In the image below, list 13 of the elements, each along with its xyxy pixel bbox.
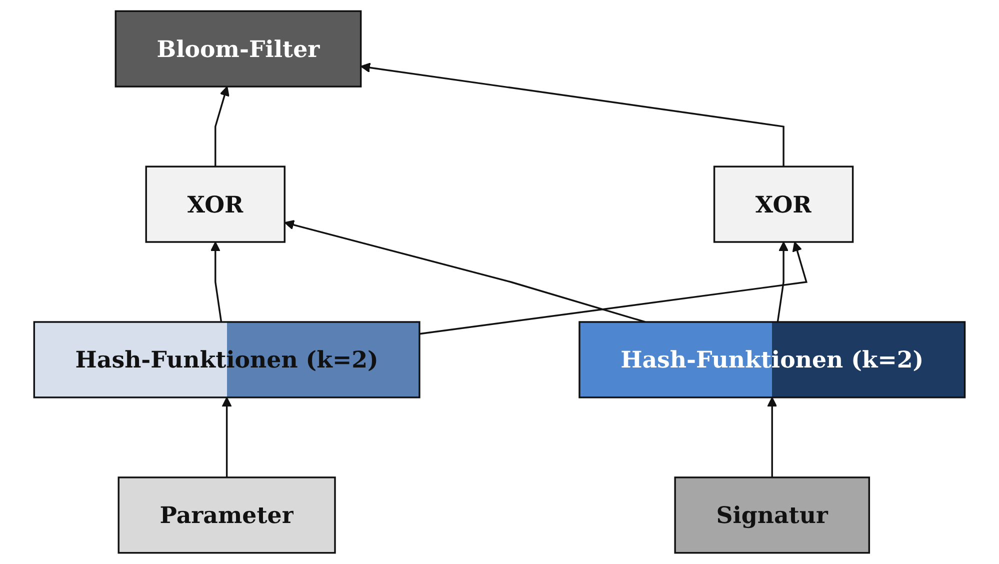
process-box: XOR bbox=[145, 166, 286, 243]
process-box: Bloom-Filter bbox=[114, 10, 362, 88]
arrow bbox=[776, 242, 789, 322]
arrow bbox=[419, 242, 808, 335]
arrow bbox=[284, 220, 646, 323]
arrow bbox=[214, 86, 230, 167]
process-box: Signatur bbox=[674, 476, 870, 554]
arrow bbox=[767, 396, 778, 478]
arrow bbox=[222, 396, 232, 478]
arrow bbox=[210, 242, 222, 322]
arrow bbox=[360, 62, 784, 167]
process-box: Parameter bbox=[118, 476, 336, 554]
process-box: XOR bbox=[713, 166, 854, 243]
